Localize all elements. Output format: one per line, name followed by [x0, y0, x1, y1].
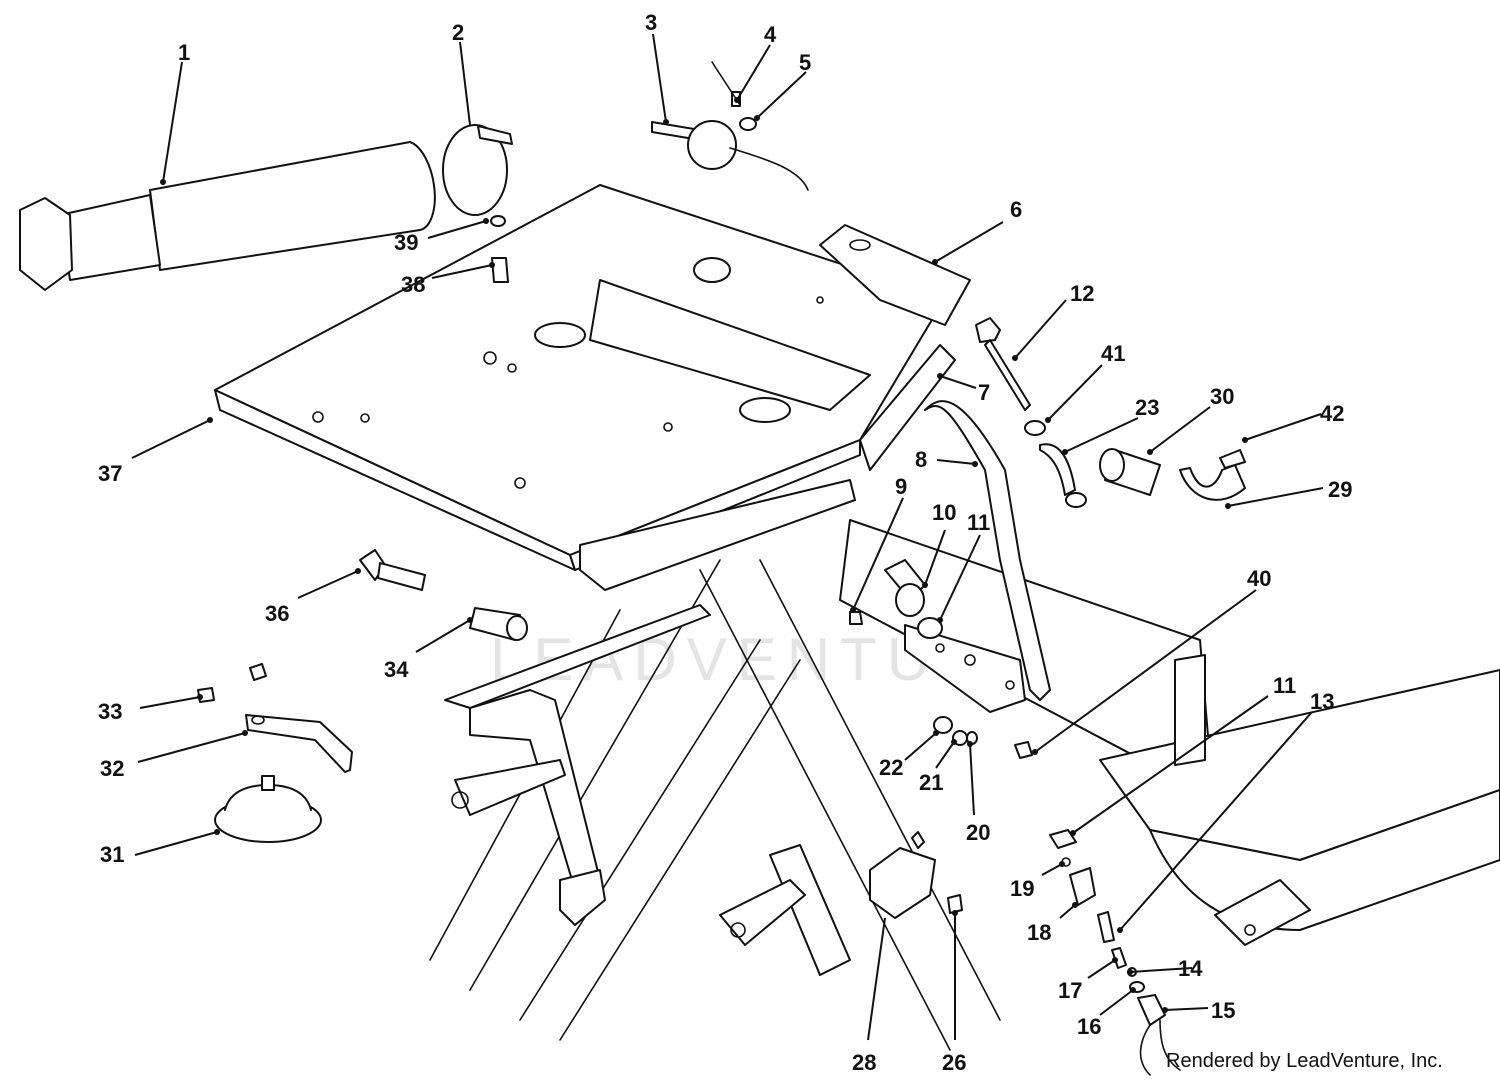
callout-labels: 1 2 3 4 5 6 7 8 9 10 11 12 41 23 30 42 2… — [98, 10, 1352, 1075]
callout-2: 2 — [452, 20, 464, 45]
fastener-group — [933, 716, 1033, 759]
handle-grip-tube — [19, 141, 436, 291]
callout-17: 17 — [1058, 978, 1082, 1003]
control-rod — [924, 400, 1051, 701]
callout-28: 28 — [852, 1050, 876, 1075]
lock-pin-assembly — [651, 61, 809, 191]
callout-8: 8 — [915, 447, 927, 472]
switch-bracket — [849, 559, 1026, 713]
callout-16: 16 — [1077, 1014, 1101, 1039]
callout-3: 3 — [645, 10, 657, 35]
callout-19: 19 — [1010, 876, 1034, 901]
callout-40: 40 — [1247, 566, 1271, 591]
callout-6: 6 — [1010, 197, 1022, 222]
leader-lines — [131, 33, 1324, 1041]
clamp-band — [442, 124, 513, 216]
callout-38: 38 — [401, 272, 425, 297]
callout-29: 29 — [1328, 477, 1352, 502]
callout-7: 7 — [978, 380, 990, 405]
callout-5: 5 — [799, 50, 811, 75]
callout-32: 32 — [100, 756, 124, 781]
chassis-frame — [429, 519, 1500, 1051]
leader-dots — [160, 97, 1248, 1013]
callout-11a: 11 — [967, 510, 990, 535]
pedal-bracket — [444, 604, 711, 926]
callout-9: 9 — [895, 474, 907, 499]
callout-18: 18 — [1027, 920, 1051, 945]
callout-11b: 11 — [1273, 673, 1296, 698]
deck-plate — [214, 184, 946, 591]
callout-21: 21 — [919, 770, 943, 795]
callout-23: 23 — [1135, 395, 1159, 420]
callout-12: 12 — [1070, 281, 1094, 306]
callout-20: 20 — [966, 820, 990, 845]
relay-assembly — [869, 831, 963, 919]
callout-39: 39 — [394, 230, 418, 255]
callout-14: 14 — [1178, 956, 1203, 981]
callout-34: 34 — [384, 657, 409, 682]
callout-15: 15 — [1211, 998, 1235, 1023]
callout-4: 4 — [764, 22, 777, 47]
callout-33: 33 — [98, 699, 122, 724]
callout-31: 31 — [100, 842, 124, 867]
side-rail — [859, 344, 956, 471]
callout-22: 22 — [879, 755, 903, 780]
clamp-bolt — [490, 215, 509, 283]
callout-26: 26 — [942, 1050, 966, 1075]
side-bracket — [819, 224, 971, 326]
callout-42: 42 — [1320, 401, 1344, 426]
spring-bolt-assembly — [975, 317, 1087, 508]
credit-text: Rendered by LeadVenture, Inc. — [1166, 1050, 1443, 1072]
canister-clamp-assembly — [1099, 448, 1246, 501]
callout-13: 13 — [1310, 689, 1334, 714]
callout-41: 41 — [1101, 341, 1125, 366]
switch-assembly — [1049, 829, 1181, 1076]
pedal-arm — [719, 844, 851, 976]
callout-1: 1 — [178, 40, 190, 65]
callout-10: 10 — [932, 500, 956, 525]
callout-30: 30 — [1210, 384, 1234, 409]
callout-36: 36 — [265, 601, 289, 626]
callout-37: 37 — [98, 461, 122, 486]
horn-assembly — [197, 663, 353, 843]
bolt-spacer — [359, 549, 528, 641]
